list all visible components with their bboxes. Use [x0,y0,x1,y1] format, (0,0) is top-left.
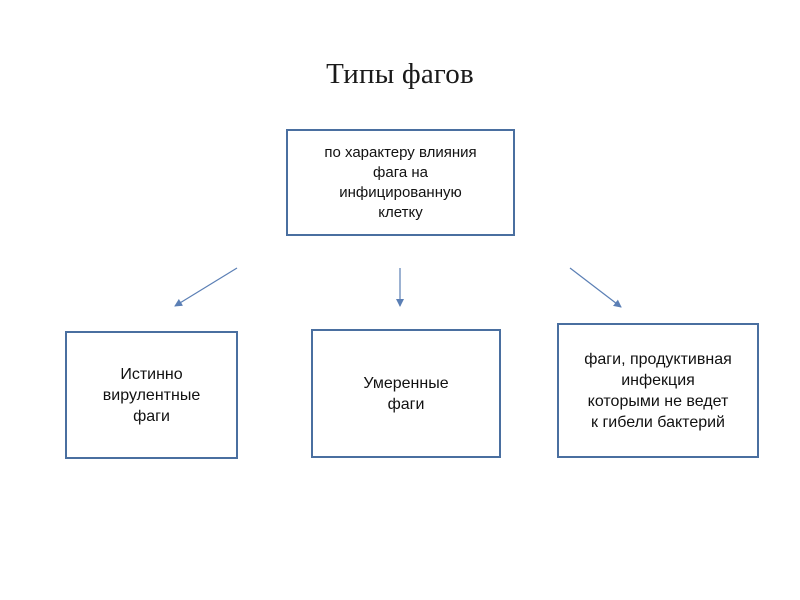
arrow-to-left-node [174,267,238,307]
child-node-productive: фаги, продуктивная инфекция которыми не … [557,323,759,458]
child-node-temperate: Умеренные фаги [311,329,501,458]
slide-title: Типы фагов [326,58,474,90]
child-node-label: фаги, продуктивная инфекция которыми не … [584,350,732,431]
arrow-to-right-node [569,267,622,308]
root-node-label: по характеру влияния фага на инфицирован… [324,143,477,221]
child-node-virulent: Истинно вирулентные фаги [65,331,238,459]
child-node-label: Истинно вирулентные фаги [102,365,201,425]
child-node-label: Умеренные фаги [363,374,449,413]
root-node: по характеру влияния фага на инфицирован… [286,129,515,236]
